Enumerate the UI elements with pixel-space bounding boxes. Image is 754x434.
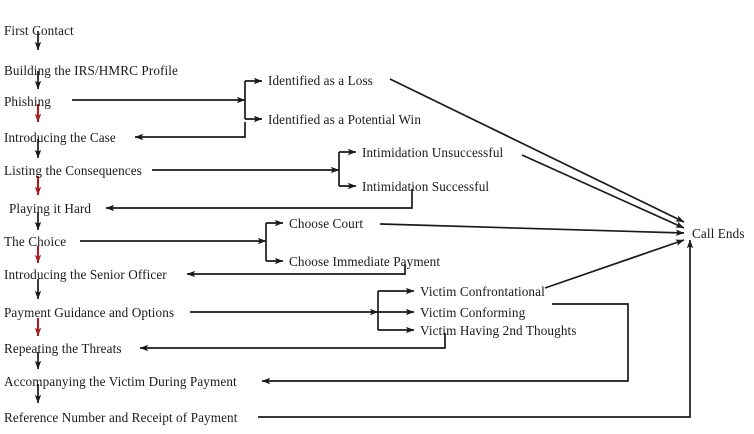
node-first-contact: First Contact — [4, 23, 74, 38]
node-playing-it-hard: Playing it Hard — [9, 201, 92, 216]
node-reference-number-and-receipt-of-payment: Reference Number and Receipt of Payment — [4, 410, 238, 425]
node-victim-confrontational: Victim Confrontational — [420, 284, 545, 299]
edge-victim-conforming-feedback — [261, 303, 629, 385]
node-choose-immediate-payment: Choose Immediate Payment — [289, 254, 441, 269]
node-repeating-the-threats: Repeating the Threats — [4, 341, 122, 356]
node-introducing-the-case: Introducing the Case — [4, 130, 116, 145]
edge-choose-immediate-feedback — [186, 264, 406, 278]
edge-choose-court-to-call-ends — [379, 223, 685, 236]
node-choose-court: Choose Court — [289, 216, 364, 231]
node-intimidation-unsuccessful: Intimidation Unsuccessful — [362, 145, 504, 160]
node-identified-as-a-potential-win: Identified as a Potential Win — [268, 112, 422, 127]
node-the-choice: The Choice — [4, 234, 67, 249]
edge-victim-2nd-thoughts-feedback — [139, 333, 446, 352]
node-intimidation-successful: Intimidation Successful — [362, 179, 490, 194]
node-victim-having-2nd-thoughts: Victim Having 2nd Thoughts — [420, 323, 577, 338]
edge-victim-confrontational-to-call-ends — [544, 239, 685, 289]
node-building-the-irs-hmrc-profile: Building the IRS/HMRC Profile — [4, 63, 178, 78]
node-call-ends: Call Ends — [692, 226, 745, 241]
edge-potential-win-feedback — [134, 122, 246, 141]
node-accompanying-the-victim-during-payment: Accompanying the Victim During Payment — [4, 374, 237, 389]
edge-intim-unsuccessful-to-call-ends — [521, 154, 685, 229]
node-identified-as-a-loss: Identified as a Loss — [268, 73, 373, 88]
node-introducing-the-senior-officer: Introducing the Senior Officer — [4, 267, 167, 282]
node-phishing: Phishing — [4, 94, 51, 109]
node-payment-guidance-and-options: Payment Guidance and Options — [4, 305, 175, 320]
node-listing-the-consequences: Listing the Consequences — [4, 163, 142, 178]
node-victim-conforming: Victim Conforming — [420, 305, 526, 320]
edge-intim-successful-feedback — [105, 189, 413, 212]
edge-reference-number-to-call-ends — [258, 239, 694, 418]
edge-loss-to-call-ends — [389, 78, 685, 223]
